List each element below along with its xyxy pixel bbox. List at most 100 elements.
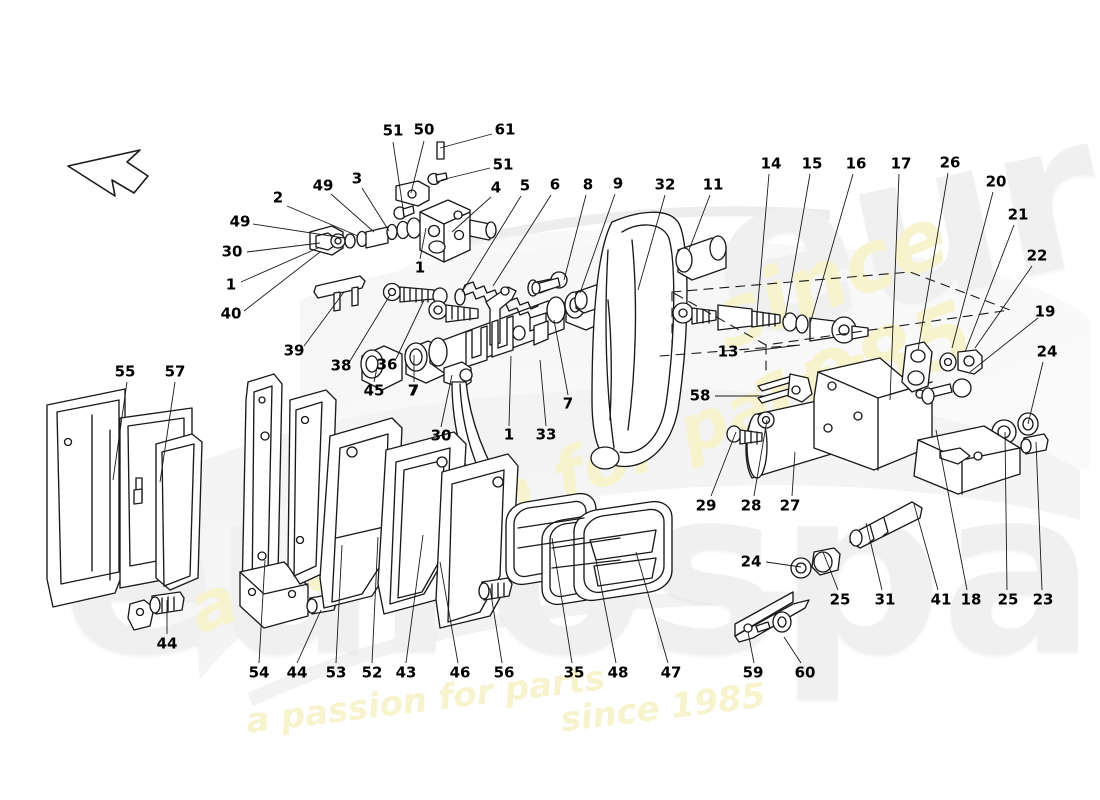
callout-label-14: 14 bbox=[760, 154, 782, 173]
callout-label-9: 9 bbox=[612, 174, 624, 193]
callout-label-49: 49 bbox=[312, 176, 334, 195]
callout-label-47: 47 bbox=[660, 663, 682, 682]
brake-servo-group bbox=[726, 341, 1049, 643]
callout-label-21: 21 bbox=[1007, 205, 1029, 224]
leader-line-2 bbox=[286, 205, 359, 237]
callout-label-38: 38 bbox=[330, 356, 352, 375]
clutch-linkage-group bbox=[309, 141, 497, 312]
callout-label-15: 15 bbox=[801, 154, 823, 173]
callout-label-44: 44 bbox=[286, 663, 308, 682]
callout-label-20: 20 bbox=[985, 172, 1007, 191]
callout-label-48: 48 bbox=[607, 663, 629, 682]
leader-line-23 bbox=[1035, 441, 1043, 591]
leader-line-14 bbox=[756, 173, 770, 315]
leader-line-6 bbox=[492, 194, 552, 287]
callout-label-16: 16 bbox=[845, 154, 867, 173]
callout-label-30: 30 bbox=[221, 242, 243, 261]
leader-line-22 bbox=[974, 265, 1033, 349]
leader-line-18 bbox=[935, 429, 968, 591]
callout-label-28: 28 bbox=[740, 496, 762, 515]
leader-line-9 bbox=[579, 193, 616, 294]
leader-line-32 bbox=[637, 194, 666, 291]
leader-line-4 bbox=[451, 196, 492, 233]
callout-label-19: 19 bbox=[1034, 302, 1056, 321]
leader-line-29 bbox=[710, 431, 737, 497]
leader-line-20 bbox=[951, 191, 994, 349]
callout-label-57: 57 bbox=[164, 362, 186, 381]
leader-line-11 bbox=[688, 194, 711, 251]
leader-line-57 bbox=[159, 381, 176, 483]
leader-line-53 bbox=[335, 544, 343, 664]
leader-line-3 bbox=[361, 187, 390, 232]
callout-label-30: 30 bbox=[430, 426, 452, 445]
callout-label-22: 22 bbox=[1026, 246, 1048, 265]
leader-line-39 bbox=[303, 291, 345, 347]
leader-line-51 bbox=[440, 167, 491, 181]
callout-label-13: 13 bbox=[717, 342, 739, 361]
leader-line-24 bbox=[765, 561, 802, 568]
callout-label-31: 31 bbox=[874, 590, 896, 609]
callout-label-52: 52 bbox=[361, 663, 383, 682]
leader-line-47 bbox=[635, 551, 669, 664]
leader-line-49 bbox=[330, 193, 375, 233]
callout-label-60: 60 bbox=[794, 663, 816, 682]
callout-label-56: 56 bbox=[493, 663, 515, 682]
callout-label-53: 53 bbox=[325, 663, 347, 682]
callout-label-50: 50 bbox=[413, 120, 435, 139]
leader-line-49 bbox=[252, 223, 345, 239]
callout-label-58: 58 bbox=[689, 386, 711, 405]
callout-label-40: 40 bbox=[220, 304, 242, 323]
leader-line-30 bbox=[246, 242, 321, 253]
callout-label-46: 46 bbox=[449, 663, 471, 682]
brake-pedal-body bbox=[590, 211, 727, 470]
callout-label-4: 4 bbox=[490, 178, 502, 197]
callout-label-49: 49 bbox=[229, 212, 251, 231]
pedal-bracket-group bbox=[239, 373, 519, 629]
leader-line-46 bbox=[439, 561, 459, 664]
callout-label-2: 2 bbox=[272, 188, 284, 207]
leader-line-1 bbox=[419, 227, 427, 260]
callout-label-24: 24 bbox=[740, 552, 762, 571]
leader-line-31 bbox=[865, 522, 883, 591]
leader-line-40 bbox=[243, 251, 321, 312]
direction-arrow-icon bbox=[67, 149, 149, 197]
callout-label-1: 1 bbox=[503, 425, 515, 444]
leader-line-15 bbox=[784, 173, 811, 319]
leader-line-25 bbox=[822, 551, 839, 591]
callout-label-1: 1 bbox=[225, 275, 237, 294]
callout-label-7: 7 bbox=[562, 394, 574, 413]
callout-label-35: 35 bbox=[563, 663, 585, 682]
leader-line-21 bbox=[964, 224, 1015, 353]
leader-line-28 bbox=[753, 419, 768, 497]
leader-line-60 bbox=[783, 636, 802, 664]
leader-line-59 bbox=[747, 631, 755, 664]
callout-label-45: 45 bbox=[363, 381, 385, 400]
callout-label-6: 6 bbox=[549, 175, 561, 194]
callout-label-8: 8 bbox=[582, 175, 594, 194]
leader-line-1 bbox=[240, 247, 319, 283]
leader-line-25 bbox=[1004, 431, 1008, 591]
callout-label-23: 23 bbox=[1032, 590, 1054, 609]
leader-line-50 bbox=[410, 140, 425, 194]
callout-label-43: 43 bbox=[395, 663, 417, 682]
callout-label-26: 26 bbox=[939, 153, 961, 172]
callout-label-1: 1 bbox=[414, 258, 426, 277]
leader-line-26 bbox=[917, 172, 949, 351]
leader-line-24 bbox=[1027, 361, 1044, 425]
callout-label-44: 44 bbox=[156, 634, 178, 653]
callout-label-41: 41 bbox=[930, 590, 952, 609]
leader-line-38 bbox=[349, 294, 391, 362]
leader-line-16 bbox=[809, 173, 854, 325]
leader-line-43 bbox=[405, 534, 424, 664]
callout-label-54: 54 bbox=[248, 663, 270, 682]
callout-label-51: 51 bbox=[492, 155, 514, 174]
callout-label-17: 17 bbox=[890, 154, 912, 173]
callout-label-33: 33 bbox=[535, 425, 557, 444]
leader-line-41 bbox=[913, 503, 939, 591]
callout-label-27: 27 bbox=[779, 496, 801, 515]
callout-label-29: 29 bbox=[695, 496, 717, 515]
leader-line-56 bbox=[489, 587, 503, 664]
leader-line-45 bbox=[373, 362, 379, 383]
